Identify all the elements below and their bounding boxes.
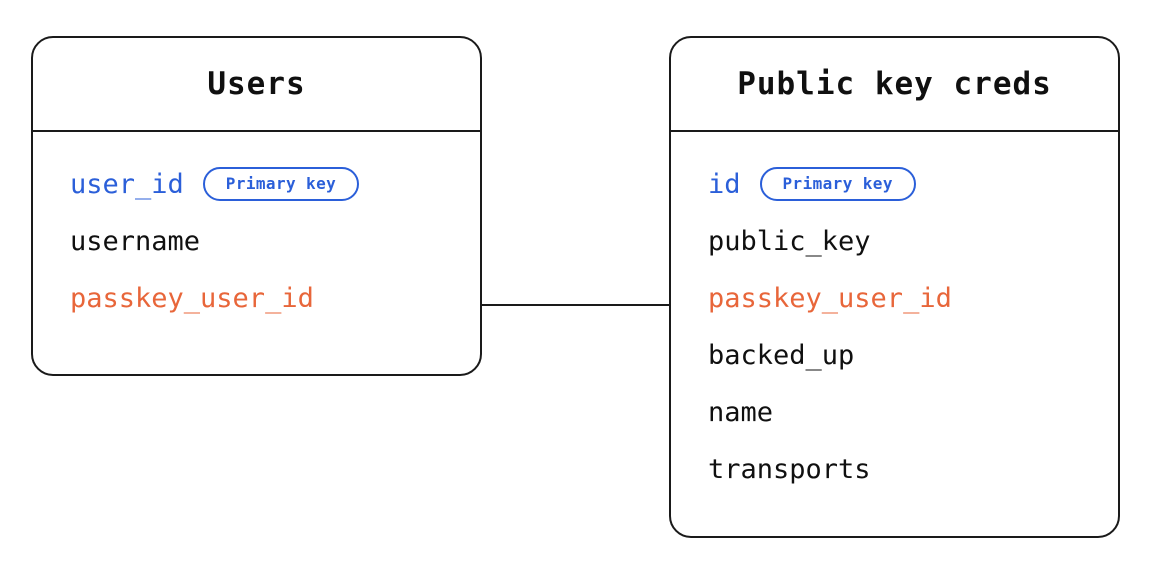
entity-header-users: Users <box>33 38 480 132</box>
field-name-backed-up: backed_up <box>708 339 855 371</box>
entity-title-users: Users <box>207 66 306 102</box>
entity-header-public-key-creds: Public key creds <box>671 38 1118 132</box>
field-row-backed-up[interactable]: backed_up <box>708 337 1118 373</box>
field-name-passkey-user-id: passkey_user_id <box>70 282 314 314</box>
primary-key-badge: Primary key <box>202 167 360 201</box>
field-row-public-key[interactable]: public_key <box>708 223 1118 259</box>
entity-fields-public-key-creds: id Primary key public_key passkey_user_i… <box>671 132 1118 487</box>
field-row-name[interactable]: name <box>708 394 1118 430</box>
field-row-username[interactable]: username <box>70 223 480 259</box>
field-row-passkey-user-id[interactable]: passkey_user_id <box>708 280 1118 316</box>
entity-box-users[interactable]: Users user_id Primary key username passk… <box>31 36 482 376</box>
field-name-username: username <box>70 225 201 257</box>
field-name-public-key: public_key <box>708 225 871 257</box>
primary-key-badge: Primary key <box>759 167 916 201</box>
field-row-passkey-user-id[interactable]: passkey_user_id <box>70 280 480 316</box>
field-name-transports: transports <box>708 453 871 485</box>
field-name-user-id: user_id <box>70 168 184 200</box>
relationship-connector-passkey-user-id[interactable] <box>481 304 670 306</box>
primary-key-badge-label: Primary key <box>225 174 337 193</box>
field-row-transports[interactable]: transports <box>708 451 1118 487</box>
field-name-name: name <box>708 396 774 428</box>
entity-title-public-key-creds: Public key creds <box>737 66 1052 102</box>
field-name-passkey-user-id: passkey_user_id <box>708 282 952 314</box>
entity-fields-users: user_id Primary key username passkey_use… <box>33 132 480 316</box>
entity-box-public-key-creds[interactable]: Public key creds id Primary key public_k… <box>669 36 1120 538</box>
field-name-id: id <box>708 168 741 200</box>
primary-key-badge-label: Primary key <box>782 174 893 193</box>
field-row-user-id[interactable]: user_id Primary key <box>70 166 480 202</box>
field-row-id[interactable]: id Primary key <box>708 166 1118 202</box>
